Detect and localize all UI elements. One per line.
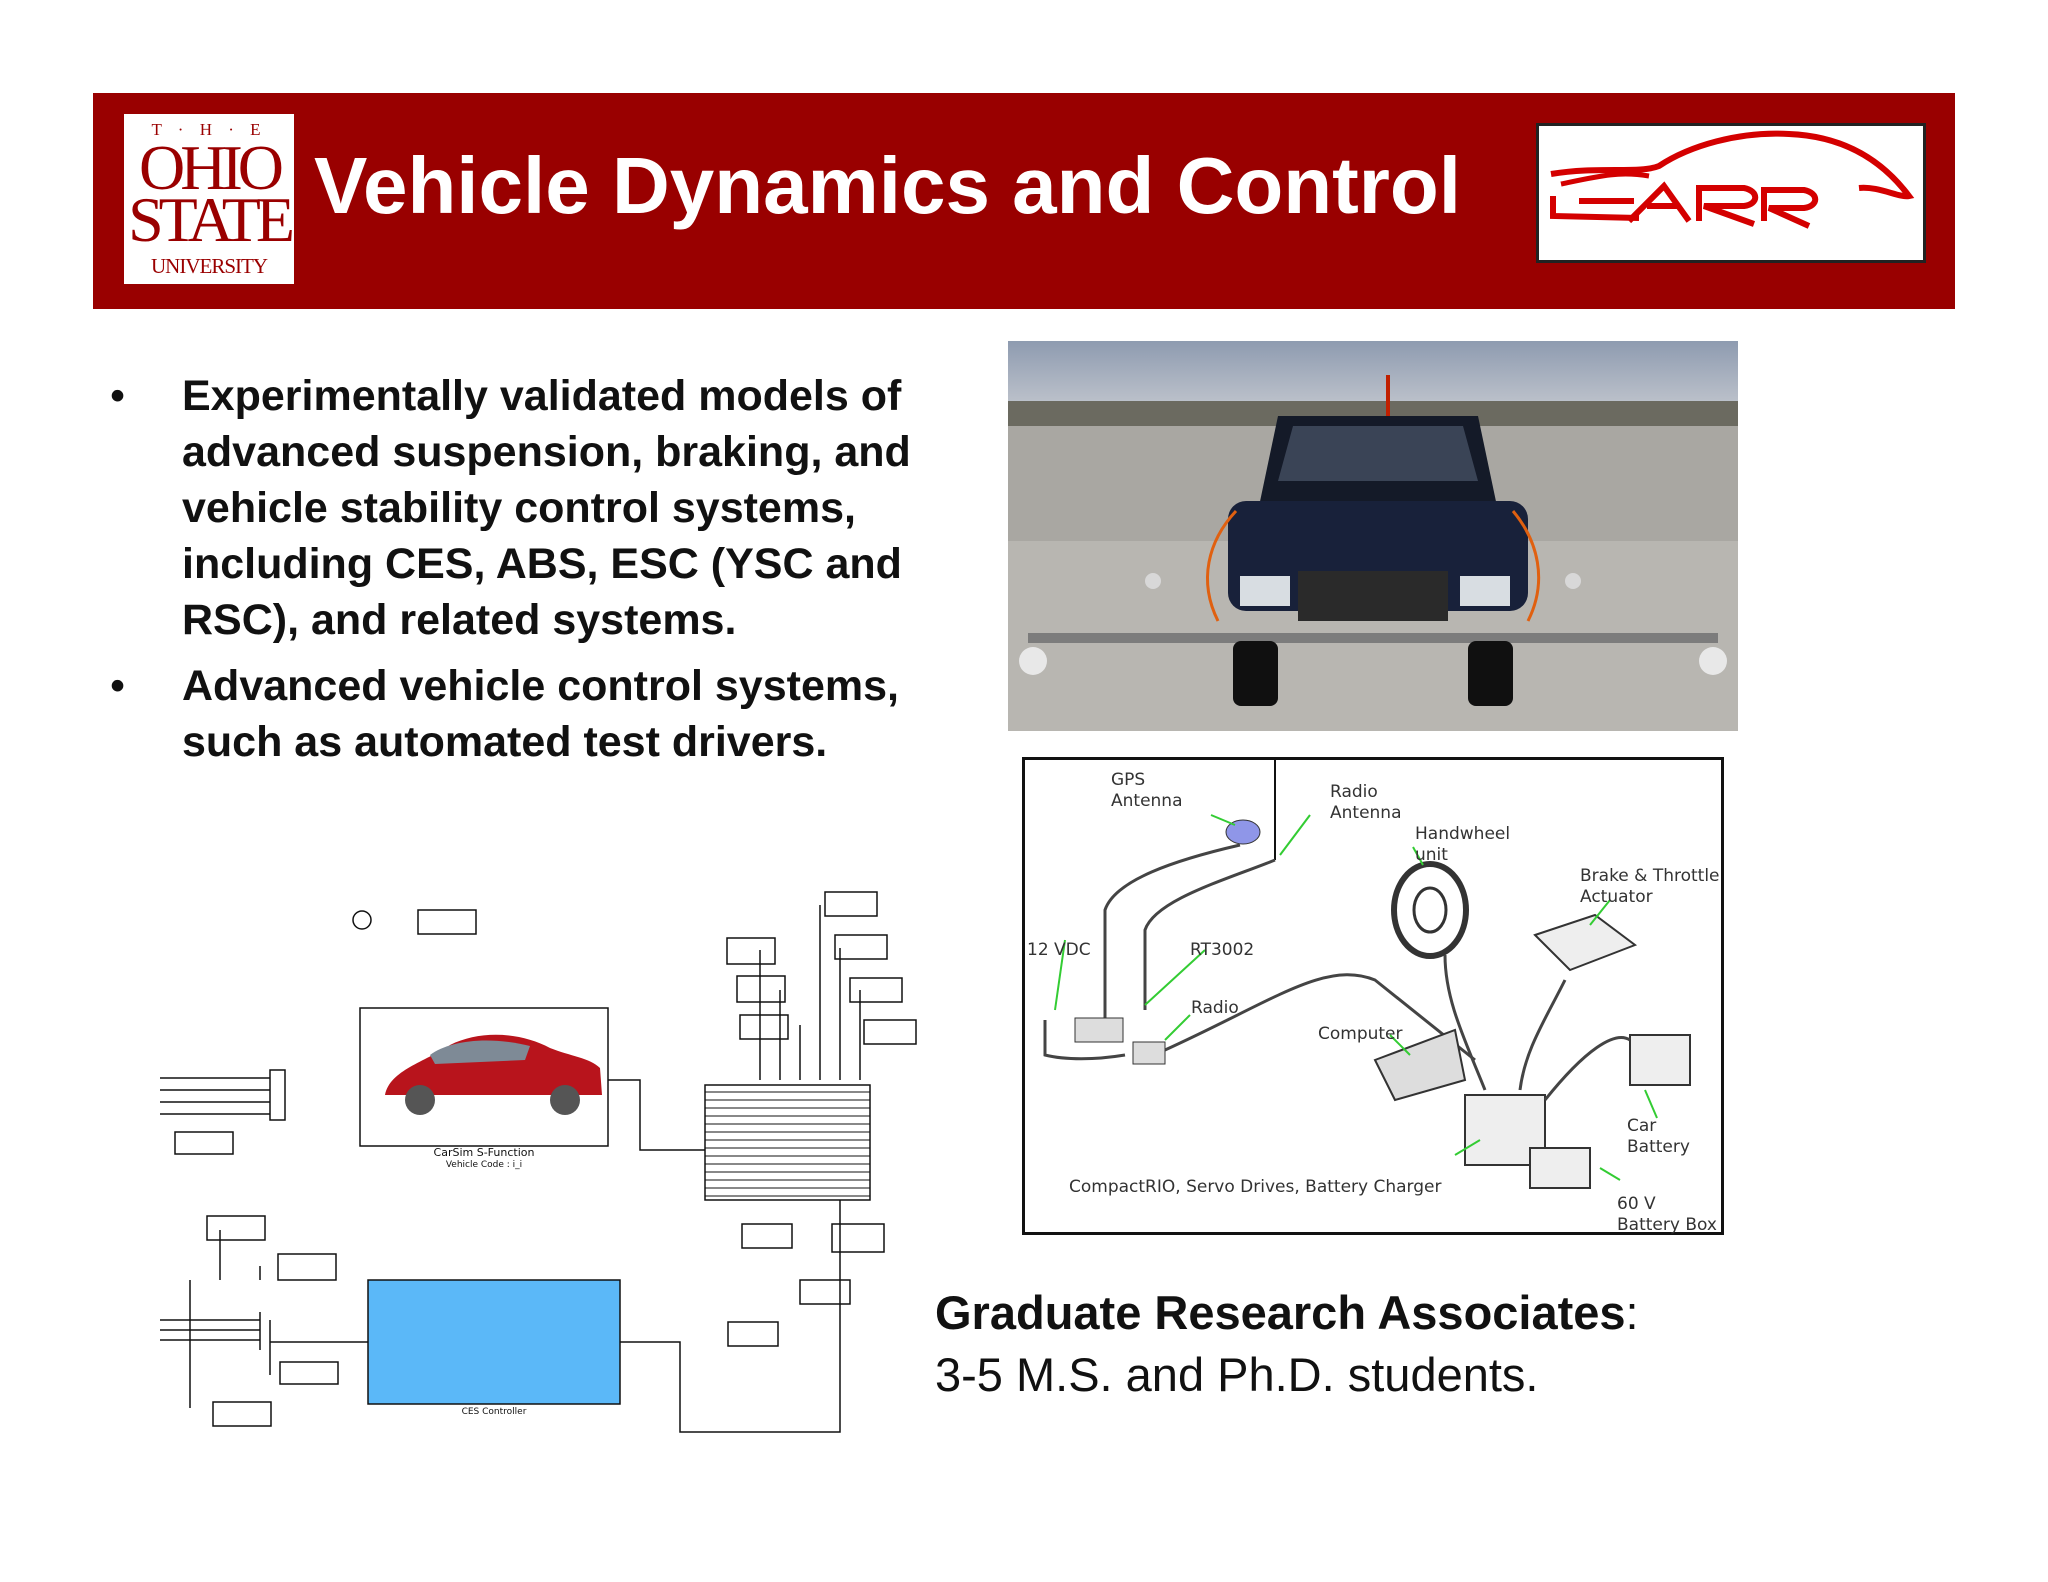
label-radio-antenna: Radio Antenna	[1330, 782, 1402, 823]
logo-the: T · H · E	[151, 120, 267, 139]
bullet-text: Experimentally validated models of advan…	[182, 372, 911, 644]
label-handwheel: Handwheel unit	[1415, 824, 1511, 865]
bullet-marker: •	[110, 662, 126, 710]
logo-state: STATE	[128, 184, 295, 255]
graduate-research-associates: Graduate Research Associates: 3-5 M.S. a…	[935, 1282, 1835, 1406]
bullet-marker: •	[110, 372, 126, 420]
label-battery-box: 60 V Battery Box	[1617, 1194, 1717, 1235]
car-lab-logo: CAR	[1536, 123, 1926, 263]
test-vehicle-photo	[1008, 341, 1738, 731]
label-radio: Radio	[1191, 998, 1239, 1018]
hardware-diagram: GPS Antenna Radio Antenna Handwheel unit…	[1022, 757, 1724, 1235]
label-brake-throttle: Brake & Throttle Actuator	[1580, 866, 1720, 907]
bullet-item-control: • Advanced vehicle control systems, such…	[110, 658, 940, 770]
ohio-state-logo: T · H · E OHIO STATE UNIVERSITY	[124, 114, 295, 284]
bullet-item-models: • Experimentally validated models of adv…	[110, 368, 940, 648]
bullet-text: Advanced vehicle control systems, such a…	[182, 662, 899, 766]
gra-heading: Graduate Research Associates	[935, 1286, 1626, 1339]
label-gps-antenna: GPS Antenna	[1111, 770, 1183, 811]
label-rt3002: RT3002	[1190, 940, 1255, 960]
label-car-battery: Car Battery	[1627, 1116, 1690, 1157]
logo-ohio: OHIO	[139, 132, 284, 203]
label-compactrio: CompactRIO, Servo Drives, Battery Charge…	[1069, 1177, 1442, 1197]
carsim-label: CarSim S-Function	[434, 1146, 535, 1159]
logo-university: UNIVERSITY	[151, 254, 268, 278]
controller-label: CES Controller	[462, 1407, 527, 1417]
simulink-model-diagram: CarSim S-Function Vehicle Code : i_i CES…	[160, 880, 940, 1440]
label-12-vdc: 12 VDC	[1027, 940, 1091, 960]
carsim-sublabel: Vehicle Code : i_i	[446, 1160, 522, 1170]
sedan-car-illustration	[385, 1034, 602, 1115]
gra-description: 3-5 M.S. and Ph.D. students.	[935, 1348, 1539, 1401]
bullet-list: • Experimentally validated models of adv…	[110, 368, 940, 780]
car-lab-logo-text: CAR	[1719, 243, 1740, 254]
slide-title: Vehicle Dynamics and Control	[314, 141, 1461, 230]
label-computer: Computer	[1318, 1024, 1403, 1044]
gra-colon: :	[1625, 1286, 1639, 1339]
